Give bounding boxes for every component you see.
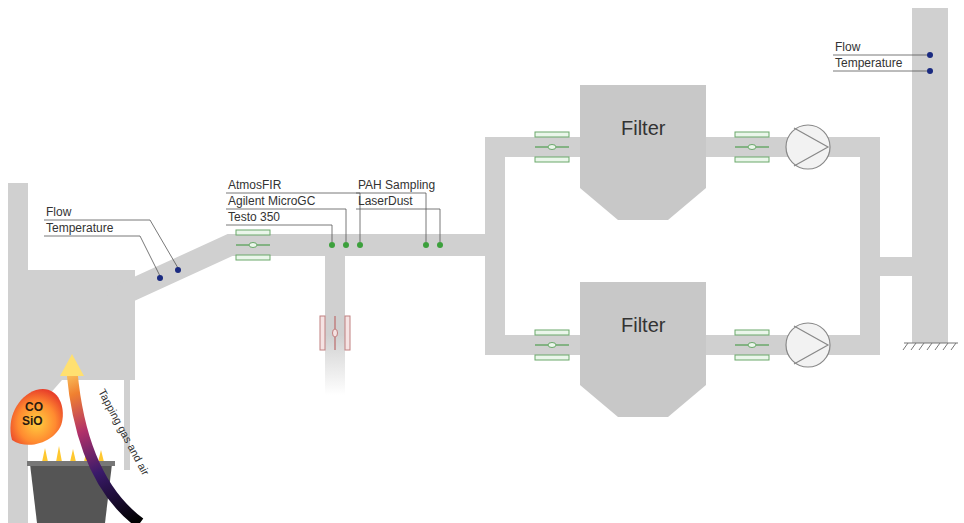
filter-unit: Filter [580, 85, 706, 220]
measurement-label: Temperature [835, 56, 902, 70]
filter-outline [580, 282, 706, 417]
filter-outline [580, 85, 706, 220]
measurement-label: Flow [835, 40, 860, 54]
measurement-label: Temperature [46, 221, 113, 235]
filter-unit: Filter [580, 282, 706, 417]
instrument-label: Testo 350 [228, 210, 280, 224]
flow-arrow-label: Tapping gas and air [95, 386, 152, 477]
filter-label: Filter [621, 117, 665, 140]
instrument-label: LaserDust [358, 194, 413, 208]
instrument-label: PAH Sampling [358, 178, 435, 192]
filter-label: Filter [621, 314, 665, 337]
gas-label: CO [25, 400, 43, 414]
gas-label: SiO [22, 414, 43, 428]
measurement-label: Flow [46, 205, 71, 219]
instrument-label: AtmosFIR [228, 178, 281, 192]
instrument-label: Agilent MicroGC [228, 194, 315, 208]
